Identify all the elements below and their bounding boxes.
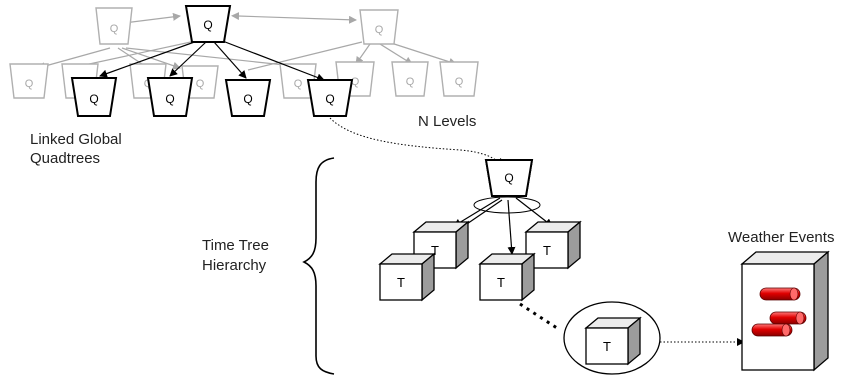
quadtree-node-root: Q [184,5,232,43]
leaf-highlight-circle [563,301,661,375]
quadtree-node: Q [9,63,49,99]
svg-text:Q: Q [406,76,415,88]
svg-text:Q: Q [325,92,334,106]
time-tree-depth-ellipsis [519,302,561,332]
svg-text:Q: Q [294,78,303,90]
weather-event-cylinder [769,311,807,325]
svg-text:T: T [497,275,505,290]
quadtree-node: Q [391,61,429,97]
svg-text:Q: Q [243,92,252,106]
quadtree-node: Q [146,77,194,117]
time-tree-nodes: T T T T [378,220,582,302]
active-quadtree-nodes: Q Q Q Q Q [70,5,354,117]
svg-text:T: T [431,243,439,258]
linked-global-label-line1: Linked Global [30,131,122,148]
inactive-links [37,12,457,71]
quadtree-node: Q [439,61,479,97]
quadtree-node: Q [359,9,399,45]
weather-events-label: Weather Events [728,229,834,246]
time-tree-node: T [524,220,582,270]
svg-text:Q: Q [196,78,205,90]
weather-event-cylinder [759,287,801,301]
svg-text:Q: Q [455,76,464,88]
svg-text:T: T [603,339,611,354]
svg-text:T: T [397,275,405,290]
time-tree-label-line2: Hierarchy [202,257,267,274]
svg-text:Q: Q [351,76,360,88]
svg-text:Q: Q [89,92,98,106]
quadtree-node-selected: Q [306,79,354,117]
active-links [99,39,325,82]
linked-global-label-line2: Quadtrees [30,150,100,167]
time-tree-leaf-node: T [584,316,642,366]
time-tree-root-quadtree: Q [484,159,534,197]
svg-text:Q: Q [165,92,174,106]
time-tree-node: T [378,252,436,302]
time-tree-label-line1: Time Tree [202,237,269,254]
svg-text:Q: Q [25,78,34,90]
svg-text:Q: Q [375,24,384,36]
svg-text:Q: Q [203,18,212,32]
svg-text:Q: Q [504,171,513,185]
quadtree-node: Q [224,79,272,117]
n-levels-label: N Levels [418,113,476,130]
svg-text:T: T [543,243,551,258]
quadtree-node: Q [70,77,118,117]
n-levels-path [329,117,503,167]
hierarchy-brace [302,157,335,375]
time-tree-node: T [478,252,536,302]
time-tree-node: T [412,220,470,270]
svg-text:Q: Q [110,23,119,35]
quadtree-node: Q [95,7,133,45]
weather-events-cube [740,250,830,372]
weather-event-cylinder [751,323,793,337]
time-tree-fanout-ellipse [473,196,541,214]
